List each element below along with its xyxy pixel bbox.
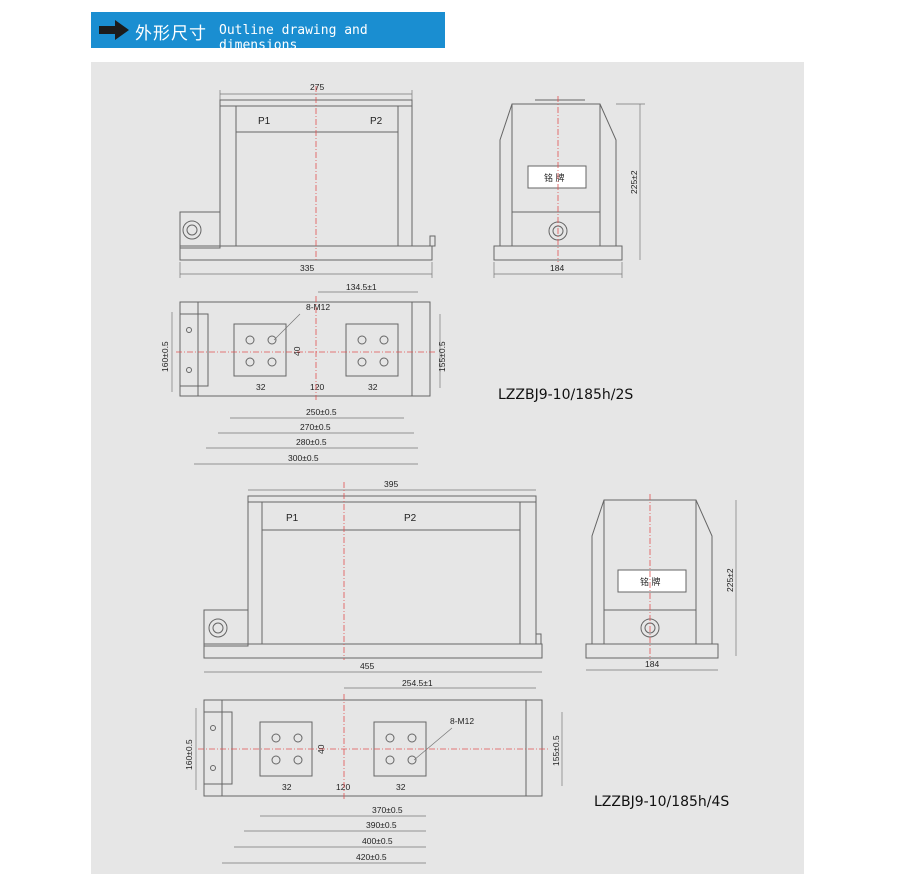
dim-width-184: 184 bbox=[550, 263, 564, 273]
thread-spec: 8-M12 bbox=[306, 302, 330, 312]
label-p2: P2 bbox=[370, 116, 383, 127]
dim-height-right-2: 155±0.5 bbox=[551, 735, 561, 766]
dim-height-left: 160±0.5 bbox=[160, 341, 170, 372]
dim-2: 270±0.5 bbox=[300, 422, 331, 432]
dim-center-spacing-2: 120 bbox=[336, 782, 350, 792]
dim-hole-h-right: 32 bbox=[368, 382, 378, 392]
dim-height-225-2: 225±2 bbox=[725, 568, 735, 592]
drawing-1-side-view: 铭 牌 225±2 184 bbox=[493, 96, 645, 278]
dim-offset-134: 134.5±1 bbox=[346, 282, 377, 292]
drawing-1-front-view: 275 P1 P2 335 bbox=[179, 82, 436, 278]
dim-hole-v: 40 bbox=[292, 346, 302, 356]
dim-335: 335 bbox=[300, 263, 314, 273]
section-header: 外形尺寸 Outline drawing and dimensions bbox=[91, 12, 445, 53]
dim-3: 280±0.5 bbox=[296, 437, 327, 447]
dim-height-right: 155±0.5 bbox=[437, 341, 447, 372]
label-p1: P1 bbox=[258, 116, 271, 127]
drawing-1-plan-view: 134.5±1 8-M12 40 32 120 32 160±0.5 155±0… bbox=[160, 282, 633, 465]
drawing-panel bbox=[91, 62, 804, 874]
dim-offset-254: 254.5±1 bbox=[402, 678, 433, 688]
dim-hole-h-left: 32 bbox=[256, 382, 266, 392]
arrow-right-icon bbox=[99, 20, 129, 40]
dim-width-184-2: 184 bbox=[645, 659, 659, 669]
dim-4-2: 420±0.5 bbox=[356, 852, 387, 862]
drawing-2-side-view: 铭 牌 225±2 184 bbox=[585, 494, 737, 671]
dim-275: 275 bbox=[310, 82, 324, 92]
thread-spec-2: 8-M12 bbox=[450, 716, 474, 726]
nameplate-label-2: 铭 牌 bbox=[640, 576, 661, 587]
model-name-2: LZZBJ9-10/185h/4S bbox=[594, 794, 729, 810]
drawing-2-plan-view: 254.5±1 8-M12 40 32 120 32 160±0.5 155±0… bbox=[184, 678, 729, 864]
dim-395: 395 bbox=[384, 479, 398, 489]
dim-hole-h-left-2: 32 bbox=[282, 782, 292, 792]
drawing-2-front-view: 395 P1 P2 455 bbox=[203, 479, 543, 673]
dim-hole-h-right-2: 32 bbox=[396, 782, 406, 792]
dim-455: 455 bbox=[360, 661, 374, 671]
dim-2-2: 390±0.5 bbox=[366, 820, 397, 830]
dim-1-2: 370±0.5 bbox=[372, 805, 403, 815]
dim-1: 250±0.5 bbox=[306, 407, 337, 417]
nameplate-label: 铭 牌 bbox=[544, 172, 565, 183]
label-p1-2: P1 bbox=[286, 513, 299, 524]
header-title-en: Outline drawing and dimensions bbox=[219, 23, 368, 53]
dim-height-225: 225±2 bbox=[629, 170, 639, 194]
dim-center-spacing: 120 bbox=[310, 382, 324, 392]
dim-height-left-2: 160±0.5 bbox=[184, 739, 194, 770]
header-title-cn: 外形尺寸 bbox=[135, 24, 207, 44]
model-name-1: LZZBJ9-10/185h/2S bbox=[498, 387, 633, 403]
dim-4: 300±0.5 bbox=[288, 453, 319, 463]
dim-3-2: 400±0.5 bbox=[362, 836, 393, 846]
label-p2-2: P2 bbox=[404, 513, 417, 524]
